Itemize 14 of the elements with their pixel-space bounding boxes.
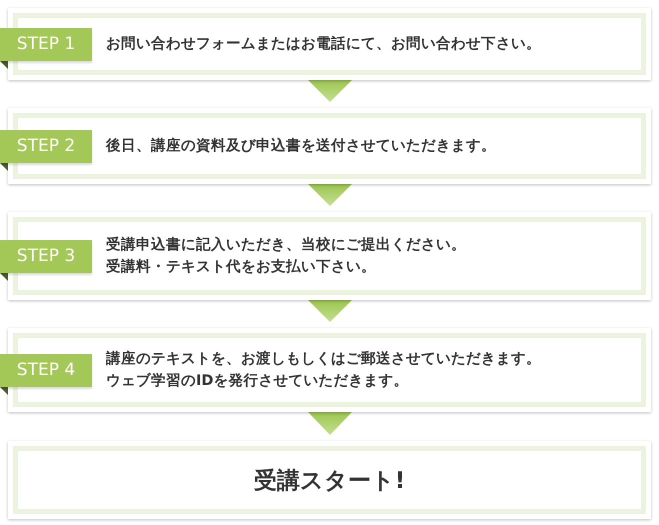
arrow — [308, 412, 352, 435]
step-text: 後日、講座の資料及び申込書を送付させていただきます。 — [106, 136, 496, 156]
step-text: お問い合わせフォームまたはお電話にて、お問い合わせ下さい。 — [106, 34, 541, 54]
arrow — [308, 80, 352, 102]
step-text: 受講申込書に記入いただき、当校にご提出ください。受講料・テキスト代をお支払い下さい。 — [106, 236, 467, 277]
step-text: 講座のテキストを、お渡しもしくはご郵送させていただきます。ウェブ学習のIDを発行させていただきます。 — [106, 349, 542, 391]
step-badge: STEP 3 — [0, 240, 92, 273]
step-box — [8, 441, 651, 519]
arrow — [308, 300, 352, 322]
step-badge: STEP 2 — [0, 130, 92, 163]
arrow — [308, 184, 352, 206]
start-text: 受講スタート! — [252, 467, 406, 496]
step-badge: STEP 1 — [0, 28, 92, 61]
step-badge: STEP 4 — [0, 354, 92, 387]
